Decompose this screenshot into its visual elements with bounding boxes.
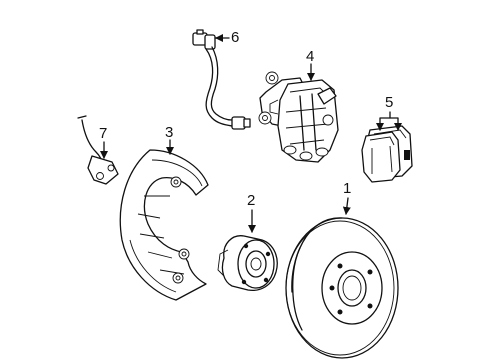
splash-shield — [119, 149, 209, 301]
brake-rotor — [285, 217, 399, 359]
callout-6: 6 — [231, 29, 239, 46]
callout-7: 7 — [99, 125, 107, 142]
abs-sensor — [77, 115, 119, 185]
callout-4: 4 — [306, 48, 314, 65]
callout-3: 3 — [165, 124, 173, 141]
brake-hose — [192, 29, 251, 130]
wheel-hub — [217, 235, 278, 292]
brake-pads — [361, 125, 413, 183]
brake-caliper — [258, 71, 339, 163]
callout-leaders — [100, 34, 402, 233]
callout-2: 2 — [247, 192, 255, 209]
callout-5: 5 — [385, 94, 393, 111]
callout-1: 1 — [343, 180, 351, 197]
